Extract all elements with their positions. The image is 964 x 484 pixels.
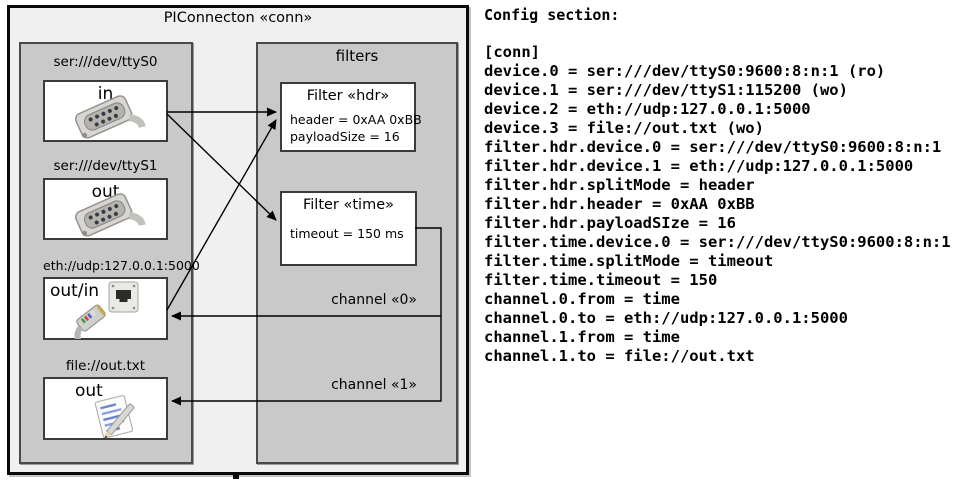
device-box-ttys0: in	[43, 80, 168, 142]
device-box-eth: out/in	[43, 277, 168, 340]
device-box-ttys1: out	[43, 178, 168, 240]
device-label-eth: eth://udp:127.0.0.1:5000	[43, 258, 200, 273]
filter-box-time: Filter «time» timeout = 150 ms	[280, 191, 417, 266]
config-text: [conn] device.0 = ser:///dev/ttyS0:9600:…	[484, 43, 951, 365]
filter-hdr-props: header = 0xAA 0xBB payloadSize = 16	[290, 112, 422, 144]
filter-time-props: timeout = 150 ms	[290, 226, 404, 241]
port-direction-label: out/in	[50, 281, 100, 301]
filter-hdr-title: Filter «hdr»	[306, 88, 390, 104]
device-label-ttys1: ser:///dev/ttyS1	[53, 158, 158, 174]
ethernet-icon	[108, 281, 139, 313]
filter-box-hdr: Filter «hdr» header = 0xAA 0xBB payloadS…	[280, 82, 422, 152]
ethernet-plug-icon	[74, 304, 106, 339]
port-direction-label: out	[75, 381, 103, 401]
filter-time-title: Filter «time»	[302, 197, 395, 213]
port-direction-label: in	[97, 84, 114, 104]
diagram-title: PIConnecton «conn»	[163, 10, 313, 26]
serial-connector-icon	[74, 193, 146, 237]
device-box-file: out	[43, 377, 168, 440]
config-heading: Config section:	[484, 6, 620, 24]
filters-panel-title: filters	[335, 47, 379, 65]
channel-0-label: channel «0»	[331, 292, 417, 308]
serial-connector-icon	[74, 95, 146, 139]
device-label-file: file://out.txt	[65, 358, 146, 374]
channel-1-label: channel «1»	[331, 377, 417, 393]
device-label-ttys0: ser:///dev/ttyS0	[53, 54, 158, 70]
notepad-icon	[94, 395, 135, 438]
bottom-anchor-tick	[233, 474, 239, 479]
